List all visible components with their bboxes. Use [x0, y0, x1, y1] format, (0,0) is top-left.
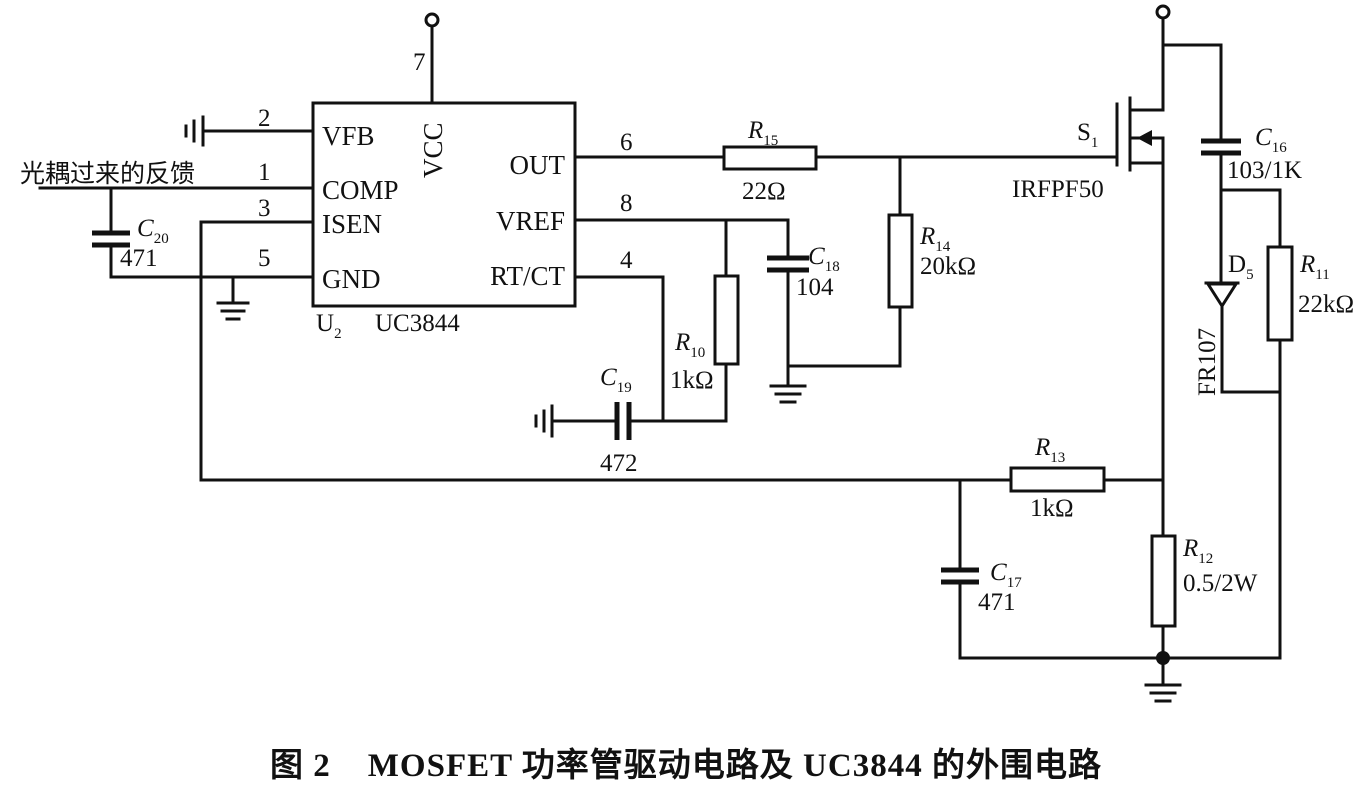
gnd-pin-ground [216, 275, 250, 321]
mosfet-s1 [1115, 4, 1171, 538]
r13-body [1009, 466, 1106, 493]
c20-ref: C20 [137, 215, 169, 247]
ic-pin-vfb-label: VFB [322, 121, 375, 151]
r11-body [1266, 245, 1294, 342]
ic-pin-rtct-label: RT/CT [490, 261, 565, 291]
s1-ref: S1 [1077, 119, 1098, 151]
c20-value: 471 [120, 245, 158, 272]
pin-number-6: 6 [620, 129, 633, 156]
r14-net [786, 155, 914, 368]
r15-value: 22Ω [742, 178, 786, 205]
pin-number-4: 4 [620, 247, 633, 274]
pin-number-5: 5 [258, 245, 271, 272]
pin-number-7: 7 [413, 49, 426, 76]
snubber-net [1161, 43, 1294, 660]
r13-c17-net [941, 466, 1282, 660]
pin-number-3: 3 [258, 195, 271, 222]
junction-dot [1156, 651, 1170, 665]
r13-value: 1kΩ [1030, 495, 1074, 522]
r13-ref: R13 [1034, 434, 1065, 466]
r10-ref: R10 [674, 329, 705, 361]
c19-ref: C19 [600, 364, 632, 396]
out-net [573, 145, 1119, 171]
d5-ref: D5 [1228, 251, 1254, 283]
drain-terminal-dot [1155, 4, 1171, 20]
ic-pin-out-label: OUT [510, 150, 566, 180]
figure-caption: 图 2 MOSFET 功率管驱动电路及 UC3844 的外围电路 [270, 747, 1102, 784]
feedback-label: 光耦过来的反馈 [20, 159, 195, 188]
vref-net [573, 218, 809, 423]
comp-net [38, 186, 315, 279]
ic-pin-gnd-label: GND [322, 264, 381, 294]
mosfet-arrow-icon [1137, 130, 1152, 146]
r12-value: 0.5/2W [1183, 570, 1258, 597]
r11-value: 22kΩ [1298, 291, 1354, 318]
c18-value: 104 [796, 274, 834, 301]
c17-ref: C17 [990, 559, 1022, 591]
c17-value: 471 [978, 589, 1016, 616]
pin-number-1: 1 [258, 159, 271, 186]
r12-net [1144, 534, 1182, 703]
r12-body [1150, 534, 1177, 628]
r15-body [722, 145, 818, 171]
d5-diode-icon [1205, 282, 1239, 309]
vfb-ground [184, 115, 315, 147]
ic-body [311, 101, 577, 308]
s1-value: IRFPF50 [1012, 176, 1104, 203]
c16-ref: C16 [1255, 124, 1287, 156]
r10-value: 1kΩ [670, 367, 714, 394]
d5-value: FR107 [1194, 328, 1221, 396]
rtct-net [534, 275, 665, 440]
ic-vcc-label: VCC [418, 122, 448, 178]
ic-pin-vref-label: VREF [496, 206, 565, 236]
ic-uc3844: VFB COMP ISEN GND OUT VREF RT/CT VCC U2 … [311, 101, 577, 342]
r15-ref: R15 [747, 117, 778, 149]
r14-ref: R14 [919, 223, 951, 255]
isen-net [199, 220, 1165, 482]
r12-ref: R12 [1182, 535, 1213, 567]
r10-body [713, 274, 740, 366]
c19-value: 472 [600, 450, 638, 477]
ic-part-label: UC3844 [375, 310, 460, 337]
vcc-terminal-dot [424, 12, 440, 28]
c18-ref: C18 [808, 243, 840, 275]
r14-body [887, 213, 914, 309]
vcc-terminal [424, 12, 440, 105]
r11-ref: R11 [1299, 251, 1330, 283]
pin-number-8: 8 [620, 190, 633, 217]
ic-pin-isen-label: ISEN [322, 209, 382, 239]
ic-pin-comp-label: COMP [322, 175, 399, 205]
c16-value: 103/1K [1227, 157, 1302, 184]
r14-value: 20kΩ [920, 253, 976, 280]
pin-number-2: 2 [258, 105, 271, 132]
ic-ref-label: U2 [316, 310, 342, 342]
